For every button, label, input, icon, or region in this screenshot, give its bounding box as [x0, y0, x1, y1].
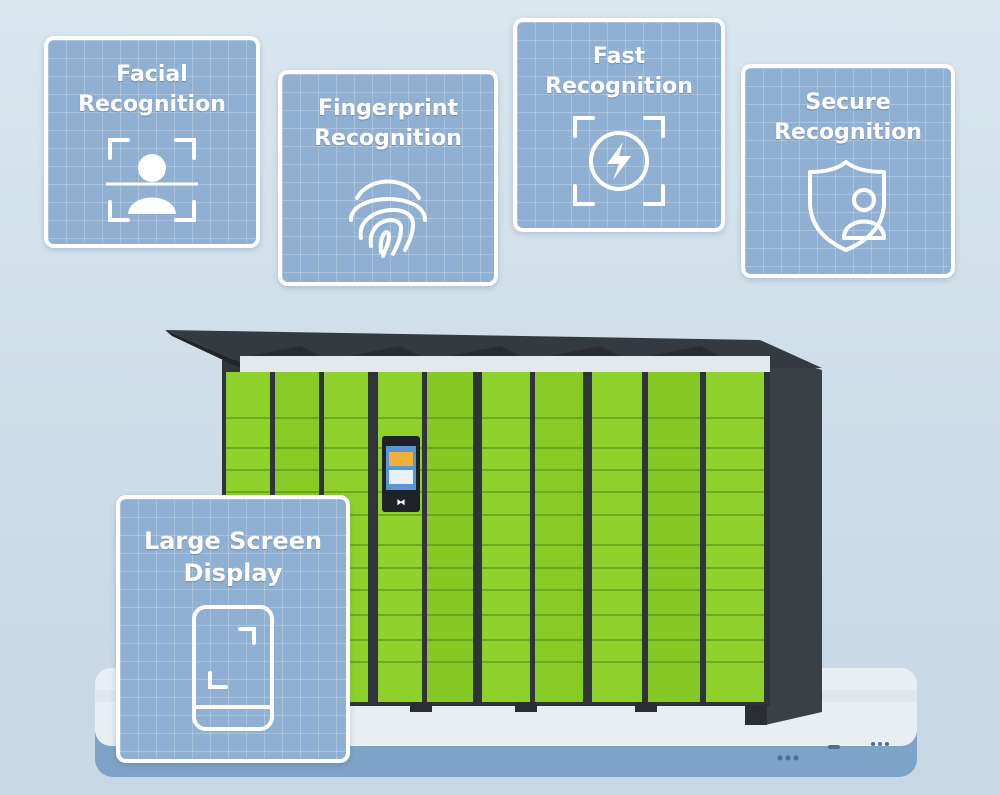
locker-touch-screen: ⧓ — [382, 436, 420, 512]
feature-title-line1: Fingerprint — [317, 96, 459, 121]
locker-side-panel — [765, 352, 822, 725]
feature-title-line1: Facial — [116, 62, 188, 87]
feature-title: Fast Recognition — [517, 42, 721, 102]
feature-title-line1: Fast — [592, 44, 646, 69]
feature-title: Large Screen Display — [120, 525, 346, 589]
feature-title: Facial Recognition — [48, 60, 256, 120]
feature-title: Fingerprint Recognition — [282, 94, 494, 154]
shield-user-icon — [808, 160, 886, 252]
feature-title: Secure Recognition — [745, 88, 951, 148]
fingerprint-icon — [349, 179, 427, 258]
feature-card-facial: Facial Recognition — [44, 36, 260, 248]
feature-title-line1: Secure — [805, 90, 891, 115]
svg-text:⧓: ⧓ — [397, 498, 406, 508]
feature-card-fingerprint: Fingerprint Recognition — [278, 70, 498, 286]
tablet-screen-icon — [192, 605, 274, 731]
locker-canopy — [165, 330, 822, 372]
feature-title-line2: Recognition — [545, 74, 693, 99]
feature-title-line2: Recognition — [78, 92, 226, 117]
feature-card-secure: Secure Recognition — [741, 64, 955, 278]
locker-feet — [410, 702, 767, 725]
feature-title-line2: Recognition — [774, 120, 922, 145]
feature-title-line2: Recognition — [314, 126, 462, 151]
lightning-scan-icon — [573, 116, 665, 206]
feature-title-line1: Large Screen — [143, 527, 323, 555]
feature-card-fast: Fast Recognition — [513, 18, 725, 232]
feature-title-line2: Display — [183, 559, 283, 587]
feature-card-large-screen: Large Screen Display — [116, 495, 350, 763]
face-scan-icon — [106, 138, 198, 222]
